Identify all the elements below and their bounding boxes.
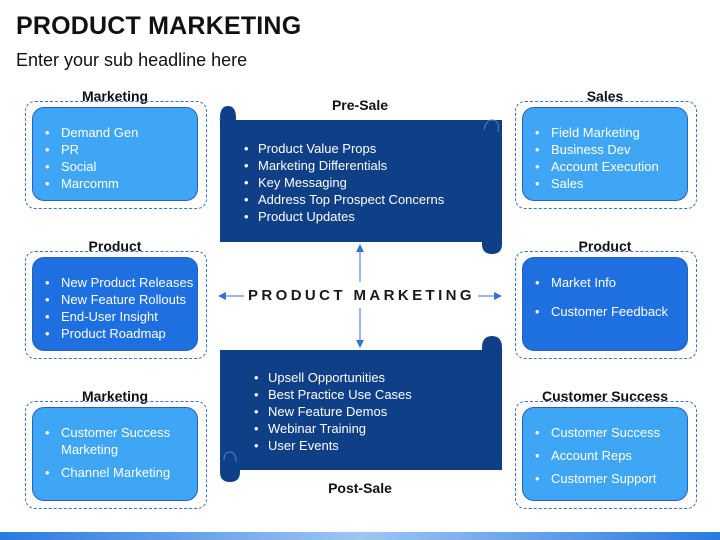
list-item: Customer Success bbox=[535, 424, 687, 441]
left-card-2: New Product Releases New Feature Rollout… bbox=[32, 257, 198, 351]
left-card-1-frame bbox=[25, 101, 207, 209]
right-card-3-frame bbox=[515, 401, 697, 509]
left-card-3: Customer Success Marketing Channel Marke… bbox=[32, 407, 198, 501]
left-card-2-frame bbox=[25, 251, 207, 359]
list-item: User Events bbox=[254, 437, 500, 454]
list-item: Best Practice Use Cases bbox=[254, 386, 500, 403]
list-item: Marketing Differentials bbox=[244, 157, 502, 174]
list-item: Webinar Training bbox=[254, 420, 500, 437]
page-title: PRODUCT MARKETING bbox=[16, 12, 302, 40]
list-item: Marcomm bbox=[45, 175, 197, 192]
post-sale-label: Post-Sale bbox=[328, 480, 392, 496]
list-item: Market Info bbox=[535, 274, 687, 291]
list-item: Address Top Prospect Concerns bbox=[244, 191, 502, 208]
list-item: Demand Gen bbox=[45, 124, 197, 141]
list-item: New Feature Demos bbox=[254, 403, 500, 420]
list-item: PR bbox=[45, 141, 197, 158]
list-item: Customer Success Marketing bbox=[45, 424, 181, 458]
list-item: Upsell Opportunities bbox=[254, 369, 500, 386]
right-card-1-frame bbox=[515, 101, 697, 209]
left-card-1: Demand Gen PR Social Marcomm bbox=[32, 107, 198, 201]
right-card-3-label: Customer Success bbox=[541, 388, 669, 404]
list-item: New Feature Rollouts bbox=[45, 291, 197, 308]
list-item: Product Roadmap bbox=[45, 325, 197, 342]
list-item: Key Messaging bbox=[244, 174, 502, 191]
right-card-3: Customer Success Account Reps Customer S… bbox=[522, 407, 688, 501]
left-card-3-frame bbox=[25, 401, 207, 509]
list-item: Channel Marketing bbox=[45, 464, 197, 481]
list-item: Account Execution bbox=[535, 158, 687, 175]
list-item: Customer Support bbox=[535, 470, 687, 487]
list-item: Product Updates bbox=[244, 208, 502, 225]
left-card-3-label: Marketing bbox=[81, 388, 149, 404]
bottom-bar bbox=[0, 532, 720, 540]
pre-sale-label: Pre-Sale bbox=[331, 97, 389, 113]
right-card-1: Field Marketing Business Dev Account Exe… bbox=[522, 107, 688, 201]
right-card-2: Market Info Customer Feedback bbox=[522, 257, 688, 351]
page-subtitle: Enter your sub headline here bbox=[16, 50, 248, 70]
list-item: Account Reps bbox=[535, 447, 687, 464]
right-card-2-frame bbox=[515, 251, 697, 359]
list-item: Product Value Props bbox=[244, 140, 502, 157]
left-card-1-label: Marketing bbox=[81, 88, 149, 104]
list-item: Sales bbox=[535, 175, 687, 192]
post-sale-list: Upsell Opportunities Best Practice Use C… bbox=[230, 369, 500, 454]
list-item: Customer Feedback bbox=[535, 303, 687, 320]
list-item: New Product Releases bbox=[45, 274, 197, 291]
right-card-2-label: Product bbox=[578, 238, 632, 254]
right-card-1-label: Sales bbox=[586, 88, 624, 104]
list-item: End-User Insight bbox=[45, 308, 197, 325]
list-item: Business Dev bbox=[535, 141, 687, 158]
list-item: Field Marketing bbox=[535, 124, 687, 141]
left-card-2-label: Product bbox=[88, 238, 142, 254]
list-item: Social bbox=[45, 158, 197, 175]
pre-sale-list: Product Value Props Marketing Differenti… bbox=[220, 140, 502, 225]
center-label: PRODUCT MARKETING bbox=[248, 287, 475, 304]
